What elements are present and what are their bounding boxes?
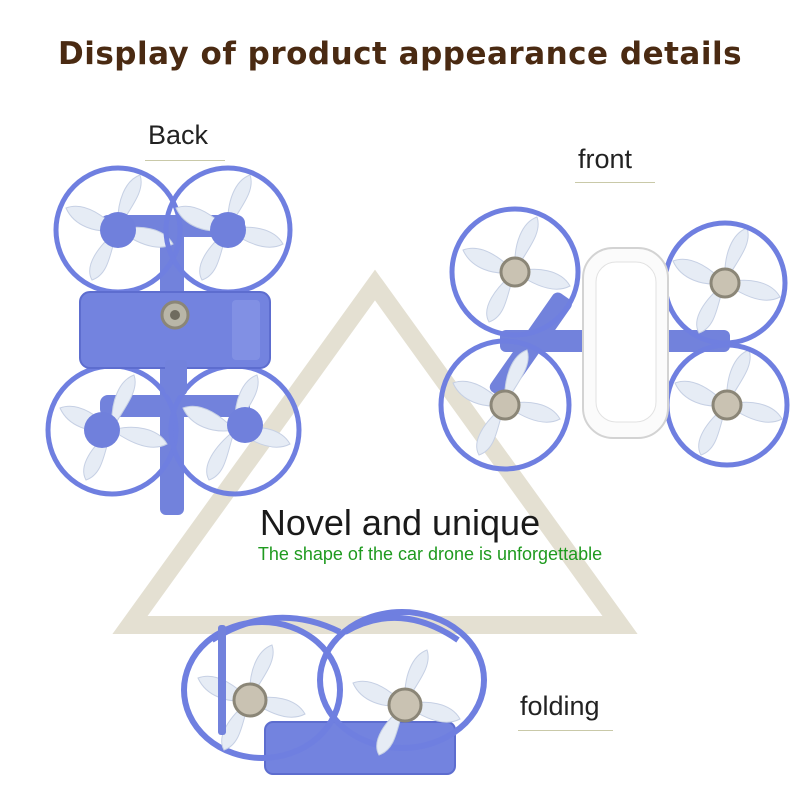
back-label: Back [148,120,209,150]
subline-text: The shape of the car drone is unforgetta… [257,544,603,564]
headline-text: Novel and unique [259,502,541,543]
back-underline [145,160,225,161]
front-label: front [578,144,633,174]
folding-label: folding [520,691,600,721]
folding-underline [518,730,613,731]
page-title: Display of product appearance details [57,36,743,72]
front-underline [575,182,655,183]
